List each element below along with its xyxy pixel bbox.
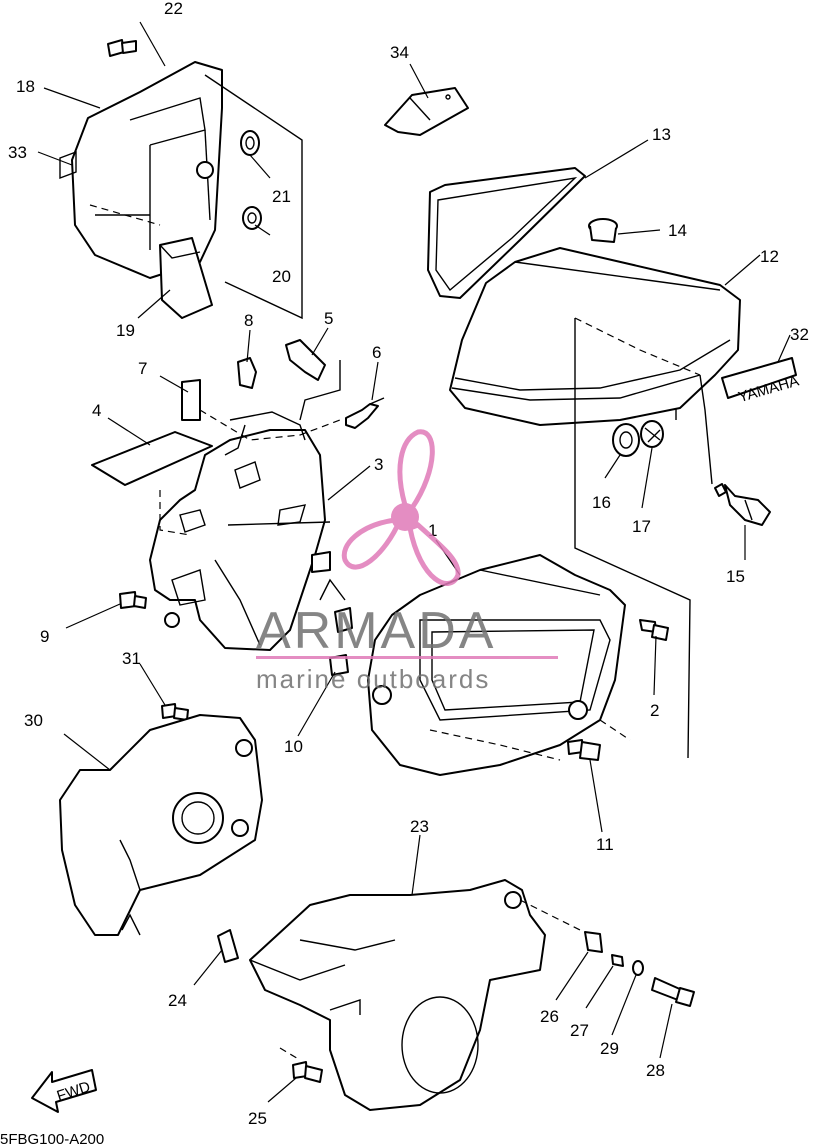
callout-34: 34	[390, 43, 409, 62]
callout-14: 14	[668, 221, 687, 240]
propeller-logo-icon	[341, 429, 461, 586]
callout-4: 4	[92, 401, 101, 420]
watermark-rule	[256, 656, 558, 659]
callout-24: 24	[168, 991, 187, 1010]
lower-left-cover-part	[59, 714, 263, 936]
callout-3: 3	[374, 455, 383, 474]
callout-10: 10	[284, 737, 303, 756]
callout-5: 5	[324, 309, 333, 328]
forward-direction-arrow: FWD	[31, 1069, 97, 1113]
callout-26: 26	[540, 1007, 559, 1026]
small-parts-group	[91, 339, 385, 486]
air-box-part	[367, 554, 631, 776]
leader-lines	[37, 21, 791, 1103]
callout-30: 30	[24, 711, 43, 730]
small-pad-part	[384, 87, 469, 136]
watermark-brand: ARMADA	[256, 602, 496, 660]
callout-1: 1	[428, 521, 437, 540]
callout-22: 22	[164, 0, 183, 18]
callout-28: 28	[646, 1061, 665, 1080]
right-side-cover-part: YAMAHA	[449, 218, 801, 759]
callout-19: 19	[116, 321, 135, 340]
air-box-bracket-part	[149, 360, 353, 676]
bolts-group	[119, 591, 669, 761]
callout-27: 27	[570, 1021, 589, 1040]
callout-23: 23	[410, 817, 429, 836]
callout-17: 17	[632, 517, 651, 536]
callout-6: 6	[372, 343, 381, 362]
callout-2: 2	[650, 701, 659, 720]
callout-8: 8	[244, 311, 253, 330]
watermark-tagline: marine outboards	[256, 664, 490, 694]
armada-watermark: ARMADA marine outboards	[256, 429, 558, 694]
side-cover-gasket-part	[427, 167, 586, 299]
callout-9: 9	[40, 627, 49, 646]
callout-29: 29	[600, 1039, 619, 1058]
callout-33: 33	[8, 143, 27, 162]
left-side-cover-part	[59, 39, 303, 320]
callout-20: 20	[272, 267, 291, 286]
callout-21: 21	[272, 187, 291, 206]
callout-7: 7	[138, 359, 147, 378]
callout-32: 32	[790, 325, 809, 344]
callout-13: 13	[652, 125, 671, 144]
callout-16: 16	[592, 493, 611, 512]
callout-12: 12	[760, 247, 779, 266]
lower-engine-cover-part	[217, 879, 695, 1111]
callout-11: 11	[596, 835, 614, 854]
callout-25: 25	[248, 1109, 267, 1128]
callout-18: 18	[16, 77, 35, 96]
diagram-code: 5FBG100-A200	[0, 1131, 104, 1146]
callout-numbers: 22 18 33 34 13 14 12 32 21 20 19 5 6 8 7…	[8, 0, 809, 1128]
callout-31: 31	[122, 649, 141, 668]
callout-15: 15	[726, 567, 745, 586]
